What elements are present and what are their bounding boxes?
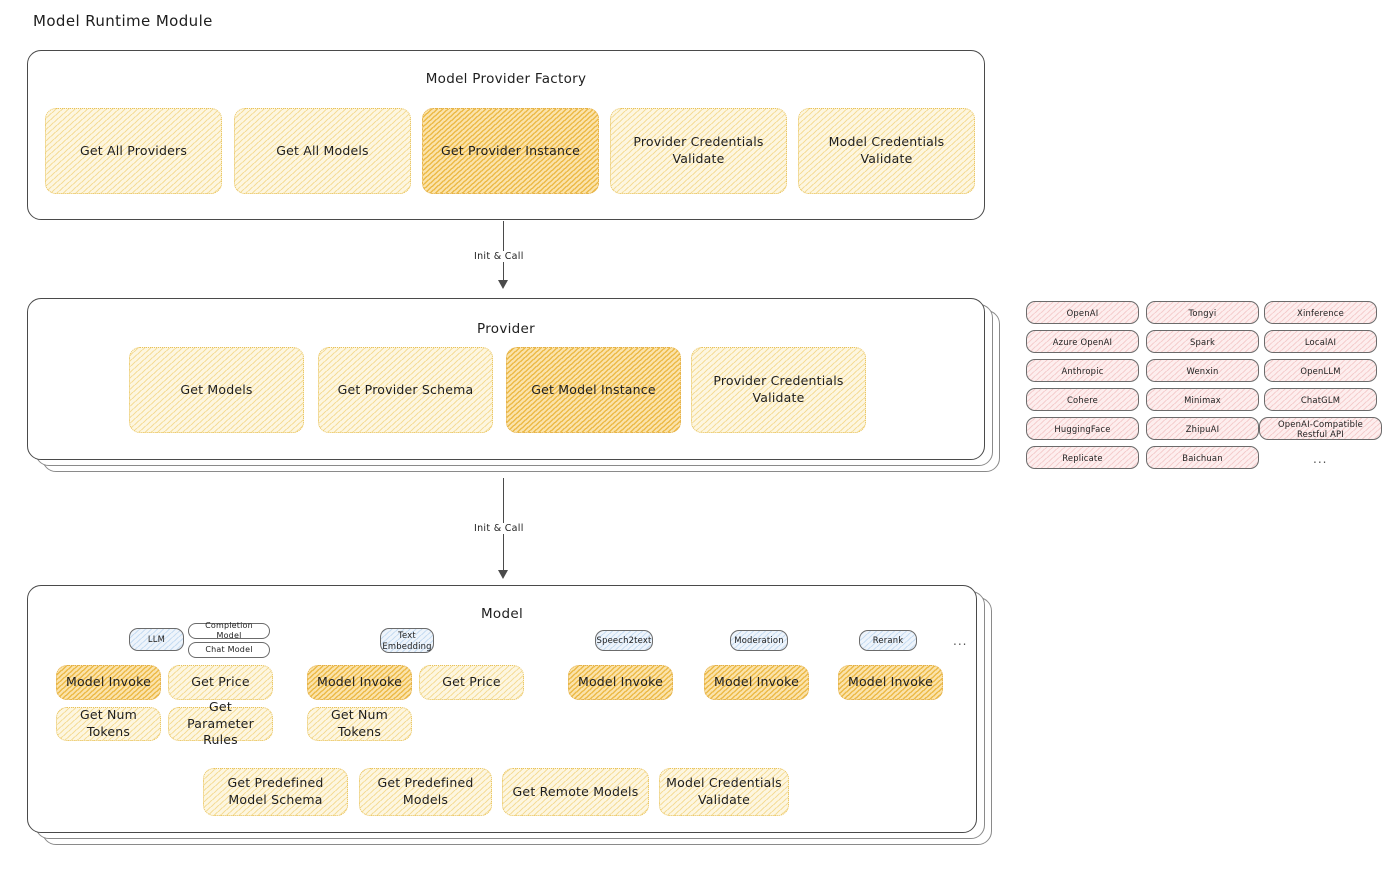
factory-box-get-all-models[interactable]: Get All Models (234, 108, 411, 194)
model-panel: Model LLM Completion Model Chat Model Mo… (27, 585, 977, 833)
model-type-badge-llm[interactable]: LLM (129, 628, 184, 651)
factory-box-get-provider-instance[interactable]: Get Provider Instance (422, 108, 599, 194)
arrow-factory-to-provider-label: Init & Call (470, 251, 528, 262)
provider-pill-baichuan[interactable]: Baichuan (1146, 446, 1259, 469)
provider-pill-anthropic[interactable]: Anthropic (1026, 359, 1139, 382)
provider-pill-openai[interactable]: OpenAI (1026, 301, 1139, 324)
moderation-method-model-invoke[interactable]: Model Invoke (704, 665, 809, 700)
model-type-badge-speech2text[interactable]: Speech2text (595, 630, 653, 651)
provider-pill-huggingface[interactable]: HuggingFace (1026, 417, 1139, 440)
page-title: Model Runtime Module (33, 12, 213, 30)
provider-list-more-ellipsis: ... (1313, 452, 1328, 466)
model-provider-factory-panel: Model Provider Factory Get All Providers… (27, 50, 985, 220)
arrow-provider-to-model-head (498, 570, 508, 579)
provider-panel: Provider Get Models Get Provider Schema … (27, 298, 985, 460)
model-type-badge-text-embedding[interactable]: Text Embedding (380, 628, 434, 653)
provider-box-get-model-instance[interactable]: Get Model Instance (506, 347, 681, 433)
provider-pill-cohere[interactable]: Cohere (1026, 388, 1139, 411)
provider-pill-replicate[interactable]: Replicate (1026, 446, 1139, 469)
llm-method-get-parameter-rules[interactable]: Get Parameter Rules (168, 699, 273, 747)
provider-box-get-models[interactable]: Get Models (129, 347, 304, 433)
model-method-get-predefined-model-schema[interactable]: Get Predefined Model Schema (203, 768, 348, 816)
provider-pill-openai-compatible-restful-api[interactable]: OpenAI-Compatible Restful API (1259, 417, 1382, 440)
provider-pill-minimax[interactable]: Minimax (1146, 388, 1259, 411)
arrow-provider-to-model-label: Init & Call (470, 523, 528, 534)
llm-method-get-num-tokens[interactable]: Get Num Tokens (56, 707, 161, 741)
model-types-more-ellipsis: ... (953, 634, 968, 648)
speech2text-method-model-invoke[interactable]: Model Invoke (568, 665, 673, 700)
text-embedding-method-model-invoke[interactable]: Model Invoke (307, 665, 412, 700)
factory-box-model-credentials-validate[interactable]: Model Credentials Validate (798, 108, 975, 194)
provider-pill-tongyi[interactable]: Tongyi (1146, 301, 1259, 324)
rerank-method-model-invoke[interactable]: Model Invoke (838, 665, 943, 700)
provider-label: Provider (477, 321, 535, 337)
model-provider-factory-label: Model Provider Factory (425, 71, 587, 87)
arrow-factory-to-provider-head (498, 280, 508, 289)
model-subtype-completion-model[interactable]: Completion Model (188, 621, 270, 640)
provider-pill-openllm[interactable]: OpenLLM (1264, 359, 1377, 382)
model-method-model-credentials-validate[interactable]: Model Credentials Validate (659, 768, 789, 816)
text-embedding-method-get-price[interactable]: Get Price (419, 665, 524, 700)
provider-pill-wenxin[interactable]: Wenxin (1146, 359, 1259, 382)
provider-pill-zhipuai[interactable]: ZhipuAI (1146, 417, 1259, 440)
llm-method-model-invoke[interactable]: Model Invoke (56, 665, 161, 700)
factory-box-get-all-providers[interactable]: Get All Providers (45, 108, 222, 194)
factory-box-provider-credentials-validate[interactable]: Provider Credentials Validate (610, 108, 787, 194)
provider-pill-localai[interactable]: LocalAI (1264, 330, 1377, 353)
provider-pill-spark[interactable]: Spark (1146, 330, 1259, 353)
llm-method-get-price[interactable]: Get Price (168, 665, 273, 700)
provider-pill-chatglm[interactable]: ChatGLM (1264, 388, 1377, 411)
model-type-badge-moderation[interactable]: Moderation (730, 630, 788, 651)
model-type-badge-rerank[interactable]: Rerank (859, 630, 917, 651)
model-label: Model (480, 606, 524, 622)
provider-box-provider-credentials-validate[interactable]: Provider Credentials Validate (691, 347, 866, 433)
model-subtype-chat-model[interactable]: Chat Model (188, 642, 270, 658)
provider-box-get-provider-schema[interactable]: Get Provider Schema (318, 347, 493, 433)
model-method-get-predefined-models[interactable]: Get Predefined Models (359, 768, 492, 816)
provider-pill-azure-openai[interactable]: Azure OpenAI (1026, 330, 1139, 353)
provider-pill-xinference[interactable]: Xinference (1264, 301, 1377, 324)
model-method-get-remote-models[interactable]: Get Remote Models (502, 768, 649, 816)
text-embedding-method-get-num-tokens[interactable]: Get Num Tokens (307, 707, 412, 741)
